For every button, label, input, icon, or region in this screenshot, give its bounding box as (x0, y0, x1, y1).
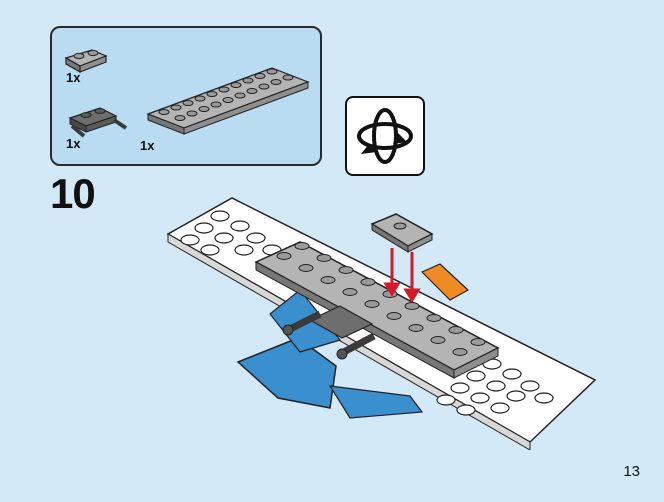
dark-handle-plate (308, 305, 374, 339)
plate-handles-icon (68, 107, 128, 138)
placement-arrows (383, 248, 421, 303)
plate-2x10-icon (146, 67, 310, 135)
rotate-model-icon (357, 108, 413, 164)
blue-body-left (236, 337, 337, 409)
plate-1x2-icon (64, 49, 108, 74)
part-qty-1: 1x (66, 70, 81, 85)
blue-body-lower (328, 385, 424, 419)
grey-studs (276, 242, 486, 356)
page-number: 13 (623, 463, 640, 480)
white-studs (180, 210, 554, 416)
part-qty-2: 1x (66, 136, 81, 151)
orange-piece (420, 263, 470, 301)
rotate-callout (345, 96, 425, 176)
step-number: 10 (50, 170, 96, 217)
part-qty-3: 1x (140, 138, 155, 153)
parts-callout: 1x 1x 1x (50, 26, 322, 166)
build-illustration (166, 197, 597, 450)
